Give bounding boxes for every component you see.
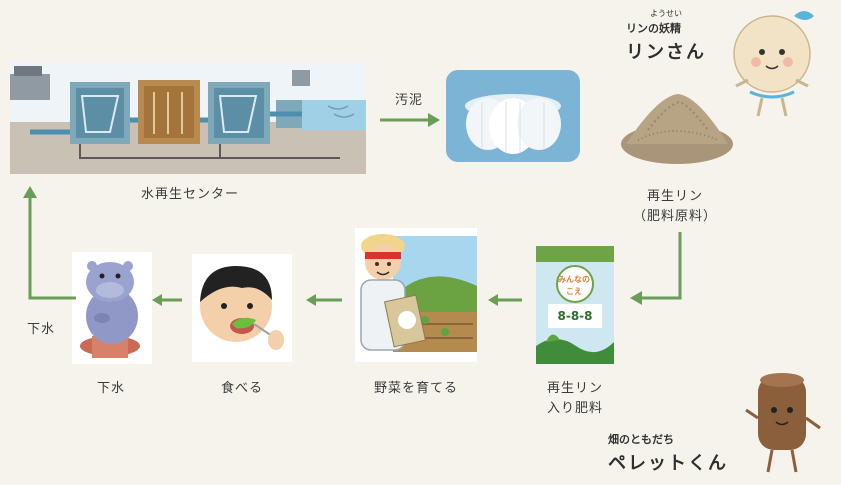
- fertilizer-label-line1: 再生リン: [546, 381, 603, 396]
- child-eating-image: [192, 254, 292, 362]
- eat-label: 食べる: [220, 381, 263, 396]
- water-center-label: 水再生センター: [140, 187, 239, 202]
- sewage-return-label: 下水: [26, 322, 55, 337]
- fertilizer-to-farmer-arrow: [488, 294, 522, 306]
- water-reclamation-center-illustration: [10, 62, 366, 174]
- sewage-toilet-label: 下水: [96, 381, 125, 396]
- sludge-arrow: [380, 113, 440, 127]
- phosphorus-to-fertilizer-arrow: [630, 232, 682, 305]
- eating-to-toilet-arrow: [152, 294, 182, 306]
- sewage-return-arrow: [23, 186, 76, 300]
- fertilizer-label-line2: 入り肥料: [546, 401, 603, 416]
- rin-fairy-character: [728, 6, 828, 124]
- rin-subtitle: リンの妖精: [626, 22, 681, 35]
- recycled-phosphorus-powder-image: [618, 82, 736, 166]
- fertilizer-brand-text-2: こえ: [566, 287, 582, 296]
- rin-ruby-text: ようせい: [650, 9, 682, 18]
- sludge-facility-image: [446, 70, 580, 162]
- rin-name: リンさん: [626, 42, 706, 63]
- pellet-name: ペレットくん: [608, 453, 728, 474]
- grow-vegetables-label: 野菜を育てる: [373, 381, 458, 396]
- fertilizer-bag-image: みんなの こえ 8-8-8: [536, 246, 614, 364]
- sludge-label: 汚泥: [394, 93, 423, 108]
- fertilizer-numbers: 8-8-8: [557, 309, 593, 323]
- recycled-phosphorus-label: 再生リン: [646, 189, 703, 204]
- farmer-growing-vegetables-image: [355, 228, 477, 362]
- pellet-character: [744, 368, 824, 480]
- hippo-toilet-image: [72, 252, 152, 364]
- farmer-to-eating-arrow: [306, 294, 342, 306]
- pellet-subtitle: 畑のともだち: [608, 433, 674, 446]
- fertilizer-material-label: （肥料原料）: [632, 209, 717, 224]
- fertilizer-brand-text: みんなの: [558, 275, 590, 284]
